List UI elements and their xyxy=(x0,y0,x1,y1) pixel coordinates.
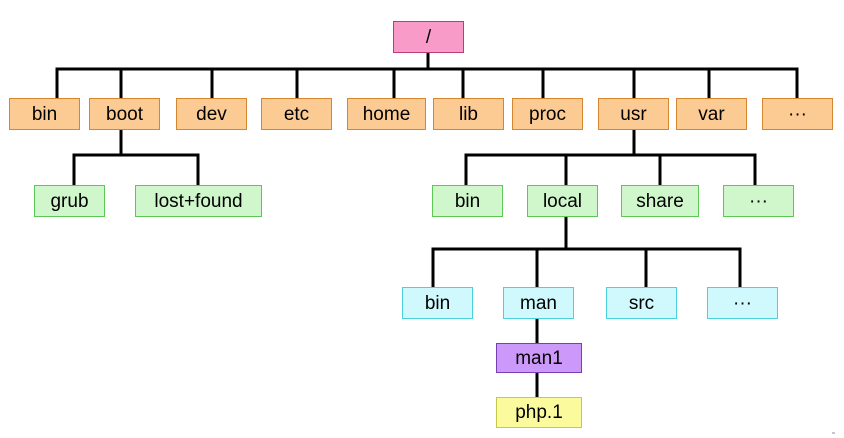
corner-mark xyxy=(832,432,835,434)
node-lib: lib xyxy=(433,98,504,130)
node-dev: dev xyxy=(176,98,247,130)
node-share: share xyxy=(621,185,699,217)
node-more-local: ··· xyxy=(707,287,778,319)
node-proc: proc xyxy=(512,98,583,130)
node-php1: php.1 xyxy=(496,397,582,428)
node-usr: usr xyxy=(598,98,669,130)
node-boot: boot xyxy=(89,98,160,130)
node-lost-found: lost+found xyxy=(135,185,262,217)
node-man: man xyxy=(503,287,574,319)
node-usr-bin: bin xyxy=(432,185,503,217)
node-root: / xyxy=(393,21,464,53)
node-bin: bin xyxy=(9,98,80,130)
node-var: var xyxy=(676,98,747,130)
node-home: home xyxy=(347,98,426,130)
node-etc: etc xyxy=(261,98,332,130)
node-local-bin: bin xyxy=(402,287,473,319)
node-more-usr: ··· xyxy=(723,185,794,217)
node-local: local xyxy=(527,185,598,217)
node-grub: grub xyxy=(34,185,105,217)
node-man1: man1 xyxy=(496,343,582,373)
node-src: src xyxy=(606,287,677,319)
node-more-level1: ··· xyxy=(762,98,833,130)
